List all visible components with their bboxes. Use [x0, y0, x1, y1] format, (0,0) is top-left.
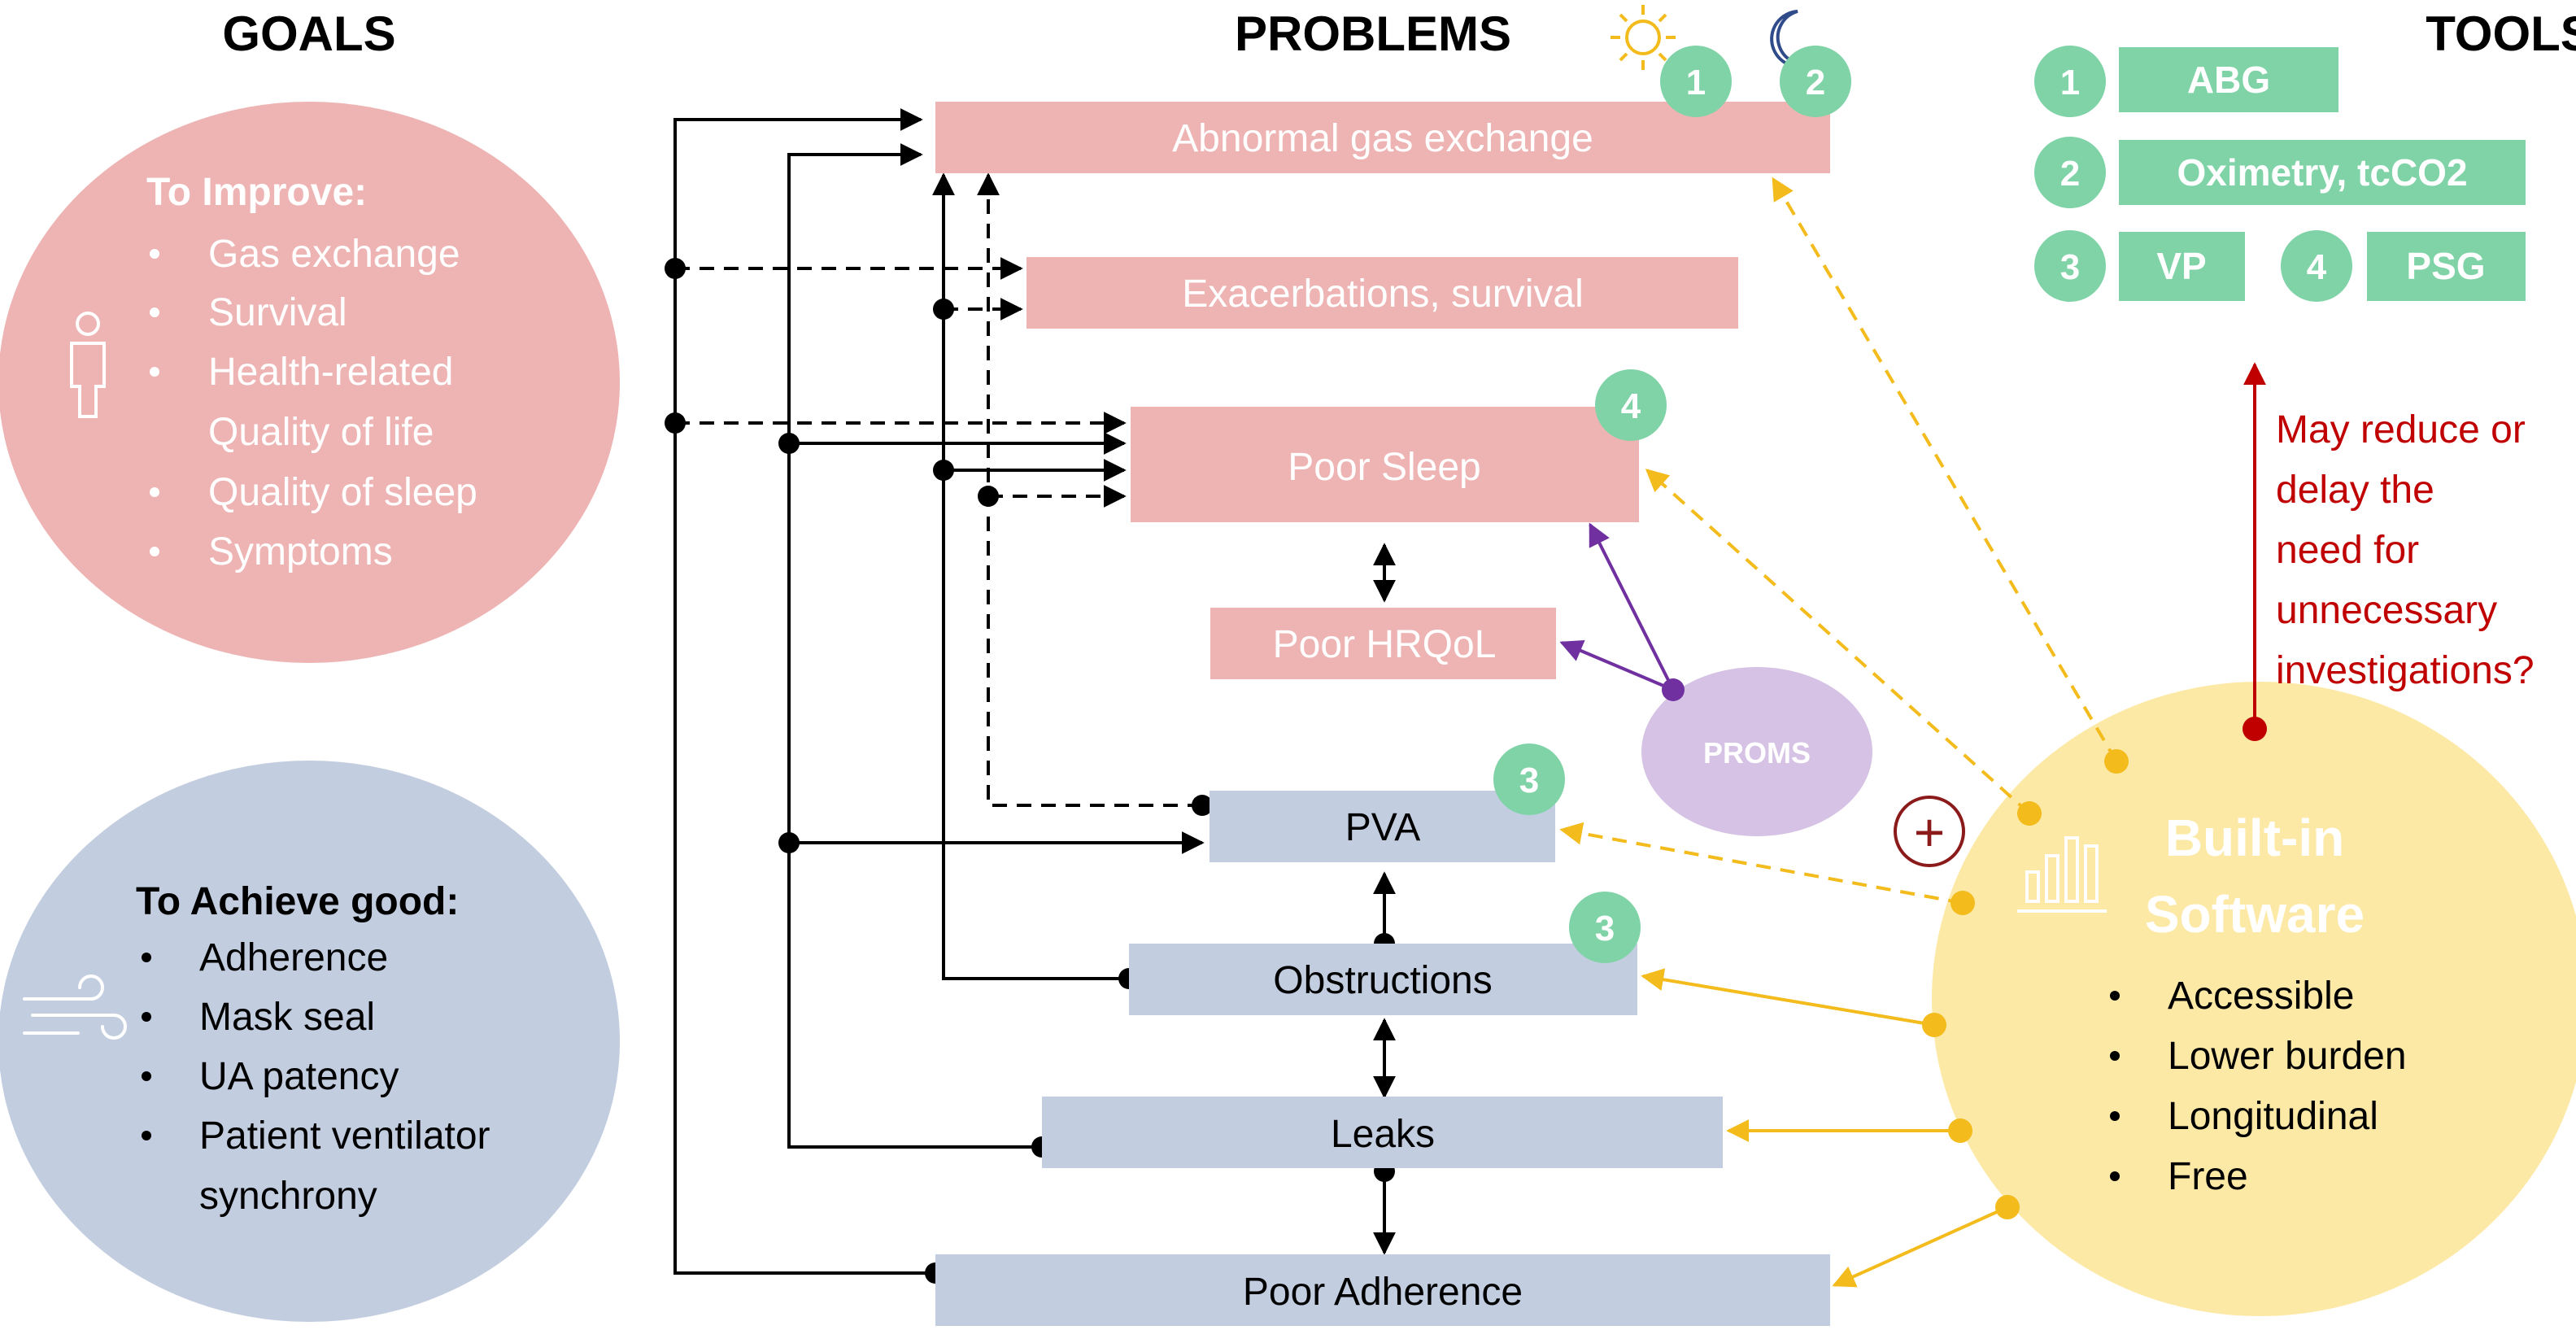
badge-pva	[1493, 743, 1565, 815]
software-arrows	[1559, 177, 2118, 1288]
leaks-box	[1042, 1097, 1723, 1168]
sun-icon	[1611, 5, 1676, 70]
reduce-note: May reduce or delay the need for unneces…	[2276, 408, 2535, 692]
connector-lines	[673, 108, 1396, 1275]
poor-hrqol-label: Poor HRQoL	[1273, 623, 1497, 666]
leaks-label: Leaks	[1331, 1113, 1435, 1156]
goal-item: Mask seal	[199, 996, 375, 1039]
problems-bottom-group: PVA Obstructions Leaks Poor Adherence	[935, 791, 1830, 1326]
svg-text:PSG: PSG	[2406, 245, 2485, 287]
tool-badge-1	[2034, 46, 2106, 117]
badge-obstructions	[1569, 892, 1641, 963]
problems-header: PROBLEMS	[1235, 7, 1511, 61]
obstructions-label: Obstructions	[1273, 959, 1492, 1002]
goals-improve-title: To Improve:	[146, 171, 367, 214]
proms-arrows	[1559, 522, 1675, 691]
proms-label: PROMS	[1703, 736, 1811, 770]
svg-text:unnecessary: unnecessary	[2276, 589, 2497, 632]
badge-sleep	[1595, 369, 1667, 441]
tool-badge-4	[2281, 230, 2352, 302]
software-item: Free	[2168, 1155, 2248, 1198]
bar-chart-icon	[2017, 836, 2107, 913]
goal-item: Adherence	[199, 936, 388, 979]
exacerbations-box	[1026, 257, 1738, 329]
tool-oximetry	[2119, 140, 2526, 205]
software-circle	[1932, 682, 2576, 1316]
goal-item: Symptoms	[208, 530, 393, 573]
goal-item: Patient ventilator	[199, 1114, 490, 1158]
reduce-arrow-dot	[2243, 717, 2267, 741]
tools-group: 1 ABG 2 Oximetry, tcCO2 3 VP 4 PSG	[2034, 46, 2526, 302]
obstructions-box	[1129, 944, 1637, 1015]
svg-text:4: 4	[1621, 386, 1641, 426]
svg-text:3: 3	[1595, 909, 1615, 948]
plus-circle-icon	[1894, 796, 1965, 867]
person-icon	[70, 312, 106, 418]
goals-achieve-circle	[0, 761, 620, 1322]
pva-box	[1210, 791, 1555, 862]
tool-vp	[2119, 232, 2245, 301]
svg-text:VP: VP	[2156, 245, 2206, 287]
goal-item: UA patency	[199, 1055, 399, 1098]
badge-gas-day	[1660, 46, 1732, 117]
svg-text:May reduce or: May reduce or	[2276, 408, 2526, 451]
pva-label: PVA	[1345, 806, 1420, 849]
goals-achieve-group: To Achieve good: Adherence Mask seal UA …	[0, 761, 620, 1322]
software-arrow-dots	[1922, 749, 2129, 1219]
problem-badges: 1 2 4 3 3	[1493, 46, 1851, 963]
goal-item: Quality of life	[208, 411, 434, 454]
svg-text:Oximetry, tcCO2: Oximetry, tcCO2	[2177, 151, 2467, 194]
goal-item: synchrony	[199, 1175, 377, 1218]
goal-item: Survival	[208, 291, 347, 334]
svg-text:3: 3	[2060, 247, 2080, 287]
gas-exchange-label: Abnormal gas exchange	[1172, 117, 1593, 160]
proms-bubble	[1641, 667, 1872, 836]
svg-text:need for: need for	[2276, 529, 2419, 572]
svg-text:ABG: ABG	[2187, 59, 2270, 101]
badge-gas-night	[1780, 46, 1851, 117]
goal-item: Quality of sleep	[208, 471, 477, 514]
svg-text:2: 2	[2060, 154, 2080, 194]
svg-text:3: 3	[1519, 761, 1539, 800]
tool-badge-2	[2034, 137, 2106, 208]
software-title-1: Built-in	[2165, 809, 2344, 867]
software-title-2: Software	[2145, 885, 2365, 944]
svg-text:delay the: delay the	[2276, 469, 2434, 512]
wind-icon	[23, 975, 127, 1040]
poor-hrqol-box	[1210, 608, 1556, 679]
software-item: Longitudinal	[2168, 1095, 2378, 1138]
poor-sleep-label: Poor Sleep	[1288, 446, 1481, 489]
svg-text:4: 4	[2307, 247, 2327, 287]
goals-improve-group: To Improve: Gas exchange Survival Health…	[0, 102, 620, 663]
svg-text:investigations?: investigations?	[2276, 649, 2535, 692]
svg-text:1: 1	[1686, 63, 1706, 102]
tool-badge-3	[2034, 230, 2106, 302]
goals-achieve-title: To Achieve good:	[136, 880, 459, 923]
poor-adherence-label: Poor Adherence	[1243, 1271, 1523, 1314]
tools-header: TOOLS	[2426, 7, 2576, 61]
poor-adherence-box	[935, 1254, 1830, 1326]
plus-symbol: +	[1914, 802, 1946, 862]
proms-anchor-dot	[1662, 678, 1685, 701]
svg-text:2: 2	[1806, 63, 1825, 102]
software-item: Lower burden	[2168, 1035, 2407, 1078]
software-group: Built-in Software Accessible Lower burde…	[1932, 682, 2576, 1316]
exacerbations-label: Exacerbations, survival	[1182, 273, 1584, 316]
problems-top-group: Abnormal gas exchange Exacerbations, sur…	[935, 102, 1830, 679]
tool-psg	[2367, 232, 2526, 301]
tool-abg	[2119, 47, 2338, 112]
goal-item: Health-related	[208, 351, 454, 394]
goal-item: Gas exchange	[208, 233, 460, 276]
goals-improve-circle	[0, 102, 620, 663]
software-item: Accessible	[2168, 975, 2354, 1018]
svg-text:1: 1	[2060, 63, 2080, 102]
goals-header: GOALS	[222, 7, 395, 61]
poor-sleep-box	[1131, 407, 1639, 522]
